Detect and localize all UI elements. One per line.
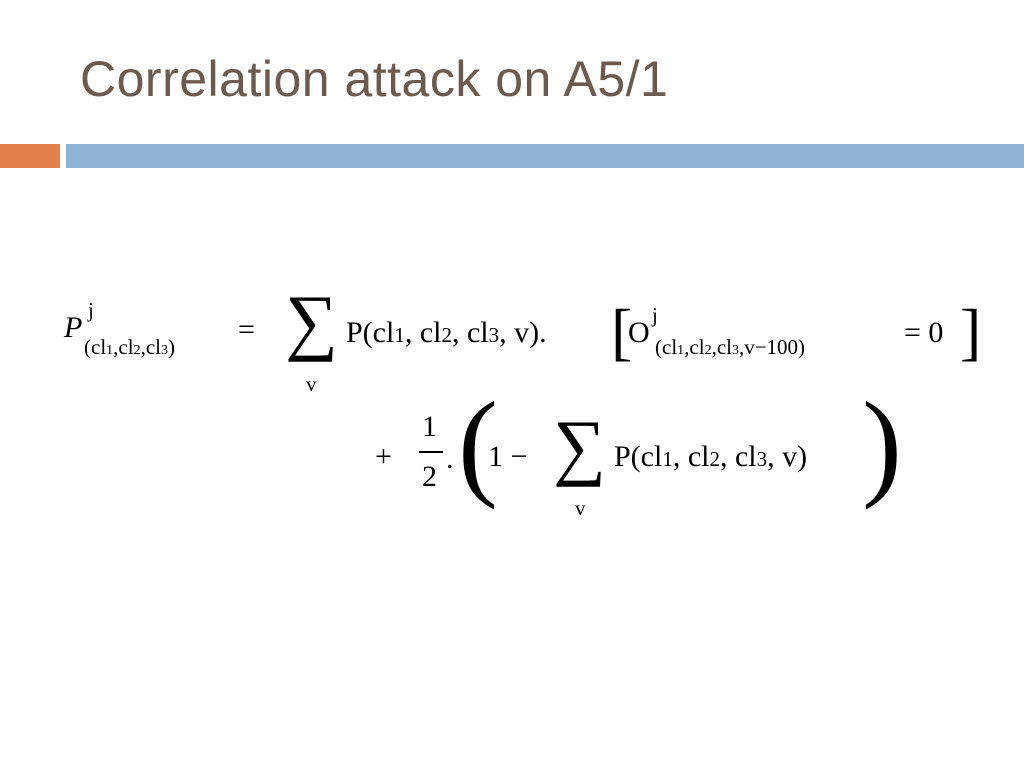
accent-bar-orange xyxy=(0,144,60,168)
sigma-1-index: v xyxy=(306,372,317,396)
fraction-line xyxy=(419,451,443,453)
fraction-denominator: 2 xyxy=(422,460,437,493)
lhs-symbol: P xyxy=(64,311,83,344)
lhs-superscript: j xyxy=(88,298,94,322)
sigma-2-index: v xyxy=(575,496,586,520)
lhs-subscript: (cl1,cl2,cl3) xyxy=(84,335,175,359)
fraction-dot: . xyxy=(446,442,454,475)
o-equals-zero: = 0 xyxy=(904,316,944,349)
paren-open: ( xyxy=(458,377,498,510)
slide-title: Correlation attack on A5/1 xyxy=(80,51,669,107)
sigma-2: ∑ xyxy=(553,406,606,488)
bracket-close: ] xyxy=(960,296,982,367)
o-superscript: j xyxy=(652,303,658,327)
bracket-open: [ xyxy=(611,296,633,367)
accent-bar-blue xyxy=(66,144,1024,168)
one-minus: 1 − xyxy=(488,440,528,473)
plus-sign: + xyxy=(375,440,392,473)
sigma-1: ∑ xyxy=(285,281,338,363)
fraction-numerator: 1 xyxy=(422,410,437,443)
probability-term-2: P(cl1, cl2, cl3, v) xyxy=(614,440,808,473)
probability-term: P(cl1, cl2, cl3, v). xyxy=(346,316,547,349)
paren-close: ) xyxy=(862,377,902,510)
equals-sign: = xyxy=(238,313,255,346)
o-symbol: O xyxy=(628,316,650,349)
o-subscript: (cl1,cl2,cl3,v−100) xyxy=(655,335,806,359)
